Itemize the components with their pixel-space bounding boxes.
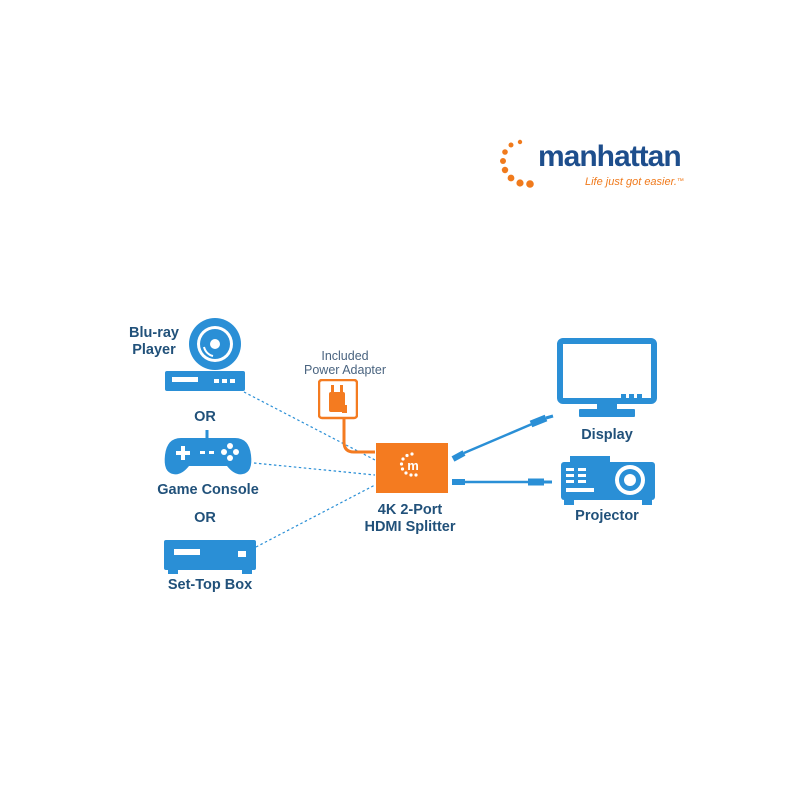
bluray-label-line1: Blu-ray	[129, 325, 179, 341]
power-cable	[342, 417, 375, 454]
or-label-2: OR	[194, 510, 216, 526]
splitter-label-line2: HDMI Splitter	[364, 519, 456, 535]
set-top-box-icon	[164, 540, 256, 574]
splitter-label-line1: 4K 2-Port	[377, 502, 443, 518]
splitter-logo-letter: m	[407, 458, 419, 473]
brand-tagline-text: Life just got easier.	[585, 176, 677, 188]
power-adapter-label-line2: Power Adapter	[304, 363, 386, 377]
console-connection-line	[253, 462, 376, 476]
power-adapter-icon	[318, 379, 358, 420]
projector-label: Projector	[575, 508, 639, 524]
brand-tagline: Life just got easier.™	[585, 176, 684, 188]
power-adapter-label-line1: Included	[321, 349, 369, 363]
blu-ray-player-icon	[165, 318, 245, 391]
bluray-label: Blu-ray Player	[124, 325, 184, 359]
or-label-1: OR	[194, 409, 216, 425]
set-top-box-label: Set-Top Box	[167, 577, 253, 593]
settop-connection-line	[255, 484, 376, 548]
trademark-mark: ™	[676, 178, 684, 185]
display-label: Display	[581, 427, 633, 443]
splitter-label: 4K 2-Port HDMI Splitter	[350, 502, 470, 536]
game-console-label: Game Console	[157, 482, 259, 498]
display-hdmi-cable	[451, 414, 554, 462]
monitor-icon	[557, 338, 657, 417]
game-controller-icon	[164, 430, 252, 475]
bluray-label-line2: Player	[132, 342, 176, 358]
brand-name: manhattan	[538, 140, 682, 173]
projector-icon	[561, 456, 655, 505]
manhattan-logo-dots-icon	[500, 139, 534, 188]
splitter-box-icon: m	[376, 443, 448, 493]
power-adapter-label: Included Power Adapter	[290, 349, 400, 377]
